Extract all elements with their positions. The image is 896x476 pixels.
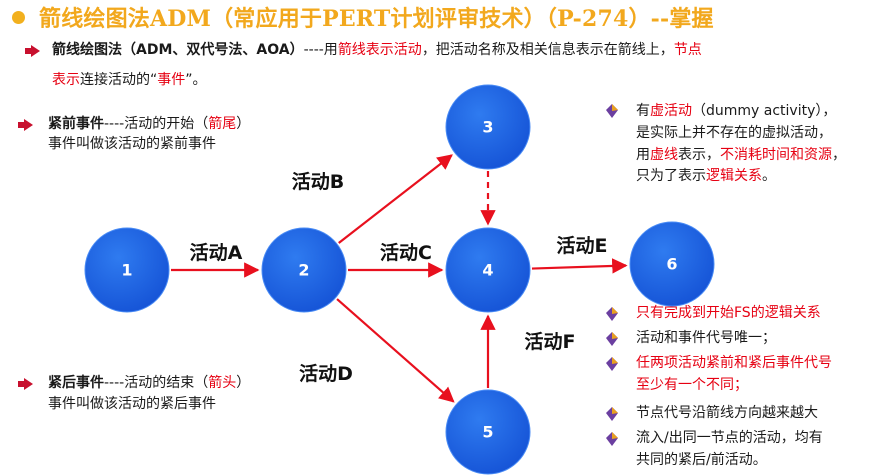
intro-red-2a: 节点 bbox=[673, 42, 702, 58]
after-event-text-1: ----活动的结束（ bbox=[104, 375, 209, 391]
after-event-red: 箭头 bbox=[208, 375, 237, 391]
after-event-term: 紧后事件 bbox=[48, 375, 104, 391]
intro-red-2b: 表示 bbox=[52, 72, 80, 88]
rule-item: 流入/出同一节点的活动，均有共同的紧后/前活动。 bbox=[636, 427, 823, 471]
dummy-l3a: 用 bbox=[636, 147, 650, 163]
intro-red-1: 箭线表示活动 bbox=[337, 42, 422, 58]
intro-mid: ，把活动名称及相关信息表示在箭线上， bbox=[421, 42, 674, 58]
event-node-label: 5 bbox=[482, 423, 493, 442]
event-node bbox=[445, 389, 531, 475]
intro-red-3: 事件 bbox=[157, 72, 186, 88]
intro-term: 箭线绘图法（ADM、双代号法、AOA） bbox=[52, 42, 304, 58]
diamond-bullet-icon bbox=[606, 307, 618, 321]
dummy-l3-red-2: 不消耗时间和资源 bbox=[720, 147, 832, 163]
dummy-note-line-1: 有虚活动（dummy activity）， bbox=[636, 100, 836, 123]
diamond-bullet-icon bbox=[606, 432, 618, 446]
event-node bbox=[445, 84, 531, 170]
red-arrow-bullet-icon bbox=[18, 119, 33, 131]
rule-text-2: 至少有一个不同； bbox=[636, 377, 748, 393]
before-event-text-2: ） bbox=[236, 116, 251, 132]
event-node-label: 3 bbox=[482, 118, 493, 137]
activity-arrow bbox=[336, 298, 455, 403]
activity-label: 活动A bbox=[190, 241, 243, 264]
diamond-bullet-icon bbox=[606, 332, 618, 346]
before-event-line-2: 事件叫做该活动的紧前事件 bbox=[48, 136, 216, 152]
dummy-l4b: 。 bbox=[762, 168, 776, 184]
page-title: 箭线绘图法ADM（常应用于PERT计划评审技术）（P-274）--掌握 bbox=[39, 6, 714, 32]
event-node-label: 2 bbox=[298, 261, 309, 280]
event-node bbox=[261, 227, 347, 313]
dummy-l1-red: 虚活动 bbox=[650, 103, 692, 119]
red-arrow-bullet-icon bbox=[18, 378, 33, 390]
rule-text: 只有完成到开始FS的逻辑关系 bbox=[636, 305, 821, 321]
dummy-l4a: 只为了表示 bbox=[636, 168, 706, 184]
activity-arrow bbox=[531, 258, 628, 274]
after-event-line-1: 紧后事件----活动的结束（箭头） bbox=[48, 372, 250, 395]
activity-arrow bbox=[338, 154, 453, 244]
dummy-l3c: ， bbox=[832, 147, 846, 163]
diamond-bullet-icon bbox=[606, 357, 618, 371]
event-node-label: 4 bbox=[482, 261, 493, 280]
dummy-l3b: 表示， bbox=[678, 147, 720, 163]
intro-tail: 连接活动的“ bbox=[80, 72, 158, 88]
diamond-bullet-icon bbox=[606, 407, 618, 421]
intro-end: ”。 bbox=[185, 72, 207, 88]
dummy-note-line-3: 用虚线表示，不消耗时间和资源， bbox=[636, 144, 846, 167]
dummy-l3-red-1: 虚线 bbox=[650, 147, 678, 163]
dummy-note-line-2: 是实际上并不存在的虚拟活动， bbox=[636, 125, 832, 141]
event-node bbox=[445, 227, 531, 313]
event-node bbox=[629, 221, 715, 307]
rule-text: 活动和事件代号唯一； bbox=[636, 330, 776, 346]
activity-label: 活动F bbox=[525, 330, 576, 353]
intro-sep: ----用 bbox=[303, 42, 338, 58]
after-event-line-2: 事件叫做该活动的紧后事件 bbox=[48, 396, 216, 412]
activity-label: 活动B bbox=[292, 170, 344, 193]
diamond-bullet-icon bbox=[606, 104, 618, 118]
after-event-text-2: ） bbox=[236, 375, 251, 391]
activity-label: 活动D bbox=[299, 362, 353, 385]
dummy-l1b: （dummy activity）， bbox=[692, 103, 837, 119]
intro-line-1: 箭线绘图法（ADM、双代号法、AOA）----用箭线表示活动，把活动名称及相关信… bbox=[52, 39, 702, 62]
rule-text: 任两项活动紧前和紧后事件代号 bbox=[636, 355, 832, 371]
event-node bbox=[84, 227, 170, 313]
event-node-label: 6 bbox=[666, 255, 677, 274]
rule-item: 节点代号沿箭线方向越来越大 bbox=[636, 402, 818, 424]
dummy-note-line-4: 只为了表示逻辑关系。 bbox=[636, 165, 776, 188]
rule-text-2: 共同的紧后/前活动。 bbox=[636, 452, 767, 468]
before-event-text-1: ----活动的开始（ bbox=[104, 116, 209, 132]
rule-text: 节点代号沿箭线方向越来越大 bbox=[636, 405, 818, 421]
page-title-row: 箭线绘图法ADM（常应用于PERT计划评审技术）（P-274）--掌握 bbox=[6, 2, 714, 32]
before-event-red: 箭尾 bbox=[208, 116, 237, 132]
rule-text: 流入/出同一节点的活动，均有 bbox=[636, 430, 823, 446]
activity-label: 活动C bbox=[380, 241, 432, 264]
event-node-label: 1 bbox=[121, 261, 132, 280]
before-event-line-1: 紧前事件----活动的开始（箭尾） bbox=[48, 113, 250, 136]
before-event-term: 紧前事件 bbox=[48, 116, 104, 132]
red-arrow-bullet-icon bbox=[25, 45, 40, 57]
activity-label: 活动E bbox=[557, 234, 608, 257]
rule-item: 任两项活动紧前和紧后事件代号至少有一个不同； bbox=[636, 352, 832, 396]
rule-item: 活动和事件代号唯一； bbox=[636, 327, 776, 349]
dummy-l1a: 有 bbox=[636, 103, 650, 119]
bullet-dot-icon bbox=[12, 10, 25, 24]
rule-item: 只有完成到开始FS的逻辑关系 bbox=[636, 302, 821, 324]
dummy-l4-red: 逻辑关系 bbox=[706, 168, 762, 184]
intro-line-2: 表示连接活动的“事件”。 bbox=[52, 69, 207, 92]
